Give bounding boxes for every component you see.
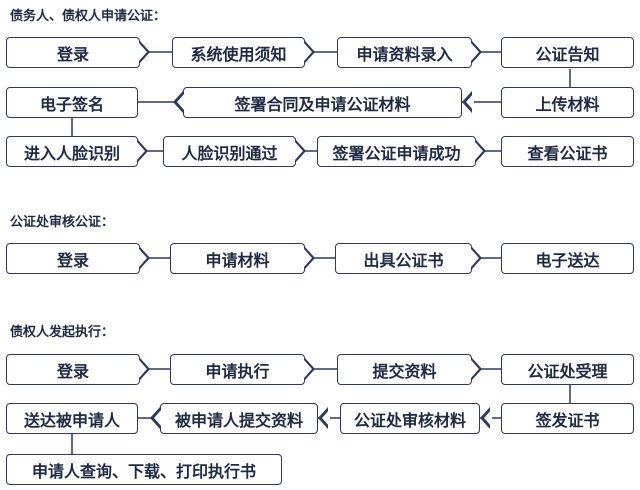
step-login: 登录 [6, 243, 140, 274]
section-title: 公证处审核公证： [10, 215, 115, 230]
arrow-right-icon [470, 41, 482, 63]
step-apply-materials: 申请材料 [170, 243, 305, 274]
arrow-right-icon [470, 358, 482, 380]
arrow-right-icon [474, 140, 486, 162]
step-enter-application: 申请资料录入 [337, 37, 472, 68]
step-e-signature: 电子签名 [6, 87, 138, 118]
arrow-right-icon [294, 140, 306, 162]
section-title: 债权人发起执行： [10, 325, 115, 340]
step-upload-materials: 上传材料 [501, 87, 634, 118]
step-apply-execution: 申请执行 [170, 354, 305, 385]
step-issue-cert: 签发证书 [501, 403, 634, 434]
arrow-right-icon [136, 140, 148, 162]
step-face-recognition: 进入人脸识别 [6, 136, 138, 167]
arrow-right-icon [303, 358, 315, 380]
arrow-left-icon [480, 407, 492, 429]
arrow-right-icon [138, 358, 150, 380]
step-e-delivery: 电子送达 [501, 243, 634, 274]
step-sign-contract: 签署合同及申请公证材料 [183, 87, 462, 118]
step-serve-respondent: 送达被申请人 [6, 403, 138, 434]
arrow-right-icon [470, 247, 482, 269]
arrow-right-icon [138, 247, 150, 269]
arrow-left-icon [318, 407, 330, 429]
step-issue-certificate: 出具公证书 [335, 243, 472, 274]
arrow-right-icon [303, 41, 315, 63]
arrow-right-icon [303, 247, 315, 269]
arrow-left-icon [462, 91, 474, 113]
arrow-left-icon [173, 91, 185, 113]
step-sign-success: 签署公证申请成功 [317, 136, 476, 167]
step-login: 登录 [6, 354, 140, 385]
arrow-left-icon [150, 407, 162, 429]
step-login: 登录 [6, 37, 140, 68]
step-notarization-notice: 公证告知 [501, 37, 634, 68]
step-submit-materials: 提交资料 [337, 354, 472, 385]
step-applicant-query: 申请人查询、下载、打印执行书 [6, 454, 282, 485]
arrow-right-icon [138, 41, 150, 63]
step-respondent-submit: 被申请人提交资料 [160, 403, 318, 434]
step-usage-notice: 系统使用须知 [172, 37, 305, 68]
step-face-passed: 人脸识别通过 [163, 136, 296, 167]
step-office-review: 公证处审核材料 [340, 403, 480, 434]
step-office-accept: 公证处受理 [501, 354, 634, 385]
step-view-certificate: 查看公证书 [501, 136, 634, 167]
section-title: 债务人、债权人申请公证： [10, 9, 167, 24]
